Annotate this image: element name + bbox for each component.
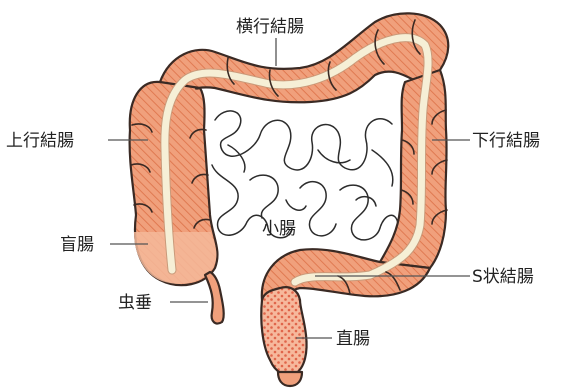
label-sigmoid-colon: S状結腸 (472, 267, 534, 287)
label-small-intestine: 小腸 (262, 219, 296, 239)
label-descending-colon: 下行結腸 (472, 131, 540, 151)
label-appendix: 虫垂 (118, 293, 152, 313)
label-ascending-colon: 上行結腸 (6, 131, 74, 151)
small-intestine (200, 93, 410, 252)
label-transverse-colon: 横行結腸 (236, 17, 304, 37)
label-rectum: 直腸 (336, 329, 370, 349)
label-cecum: 盲腸 (60, 235, 94, 255)
